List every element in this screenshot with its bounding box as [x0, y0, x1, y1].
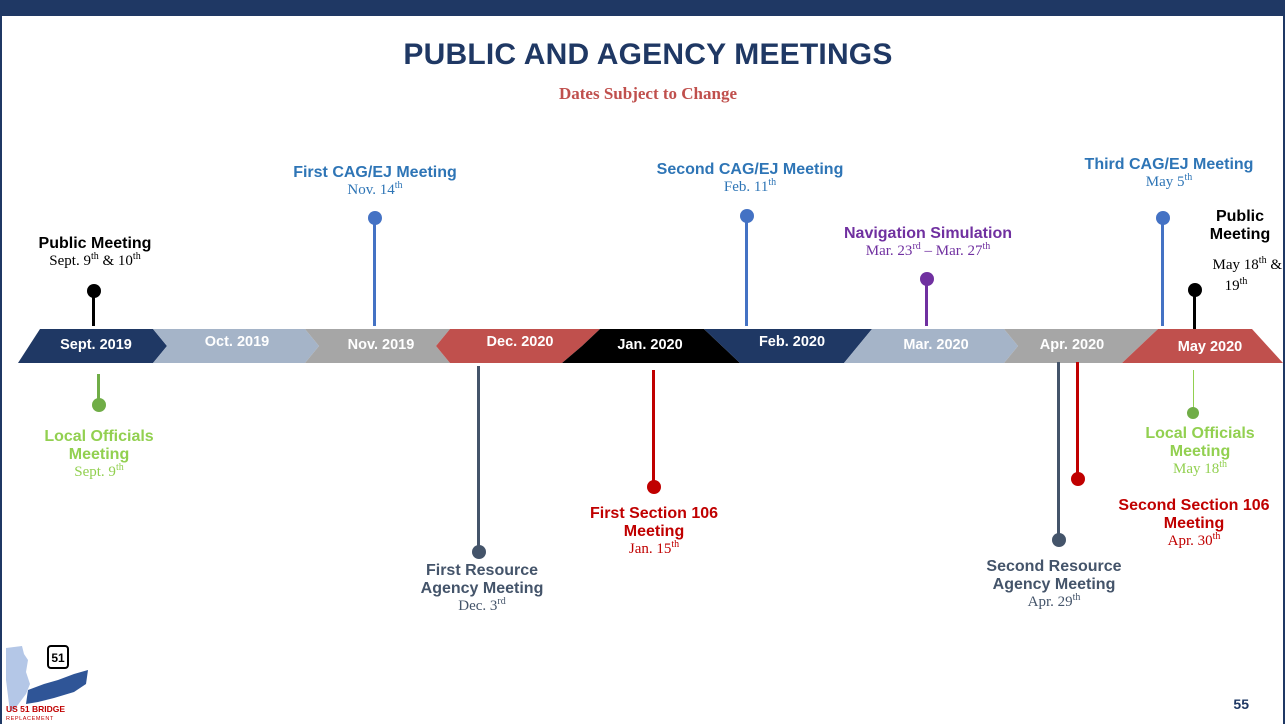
- timeline-segment-may-2020: [1122, 329, 1283, 363]
- event-date: May 18th: [1172, 458, 1228, 477]
- event-title-line1: Second Resource: [986, 558, 1122, 575]
- marker-dot: [920, 272, 934, 286]
- page-number: 55: [1233, 696, 1249, 712]
- timeline-segment-apr-2020: [1004, 329, 1158, 363]
- event-title-line2: Meeting: [1169, 442, 1231, 460]
- us51-bridge-logo: 51 US 51 BRIDGE REPLACEMENT: [6, 645, 88, 722]
- marker-dot: [1188, 283, 1202, 297]
- event-public-meeting-sept: Public Meeting Sept. 9th & 10th: [18, 235, 172, 270]
- event-title-line2: Meeting: [1163, 514, 1225, 532]
- frame-left-border: [0, 16, 2, 724]
- event-third-cag-ej-meeting: Third CAG/EJ Meeting May 5th: [1054, 156, 1284, 191]
- event-date: Jan. 15th: [628, 538, 680, 557]
- marker-stem: [477, 366, 480, 546]
- page-title: PUBLIC AND AGENCY MEETINGS: [403, 38, 893, 71]
- event-date: Apr. 29th: [1027, 591, 1081, 610]
- marker-stem: [373, 220, 376, 326]
- event-date: Mar. 23rd – Mar. 27th: [865, 240, 991, 259]
- marker-stem: [745, 218, 748, 326]
- event-second-cag-ej-meeting: Second CAG/EJ Meeting Feb. 11th: [620, 161, 880, 196]
- event-local-officials-meeting-may: Local Officials Meeting May 18th: [1120, 425, 1280, 478]
- event-date: Sept. 9th & 10th: [49, 250, 141, 269]
- marker-dot: [368, 211, 382, 225]
- event-local-officials-meeting-sept: Local Officials Meeting Sept. 9th: [14, 428, 184, 481]
- marker-stem: [1076, 362, 1079, 474]
- timeline-segment-mar-2020: [844, 329, 1018, 363]
- event-first-cag-ej-meeting: First CAG/EJ Meeting Nov. 14th: [272, 164, 478, 199]
- timeline-segment-oct-2019: [153, 329, 319, 363]
- event-public-meeting-may-date-2: 19th: [1224, 276, 1248, 295]
- event-title-line2: Agency Meeting: [992, 575, 1116, 593]
- svg-text:US 51 BRIDGE: US 51 BRIDGE: [6, 704, 65, 714]
- event-first-section-106-meeting: First Section 106 Meeting Jan. 15th: [556, 505, 752, 558]
- event-date: Feb. 11th: [723, 176, 777, 195]
- timeline-segment-nov-2019: [305, 329, 450, 363]
- event-title: Public Meeting: [38, 235, 152, 252]
- marker-stem: [92, 292, 95, 326]
- timeline-segment-jan-2020: [562, 329, 740, 363]
- event-title-line2: Meeting: [1209, 225, 1271, 243]
- marker-stem: [925, 280, 928, 326]
- svg-text:REPLACEMENT: REPLACEMENT: [6, 716, 54, 722]
- event-date: Sept. 9th: [74, 461, 124, 480]
- marker-stem: [1161, 220, 1164, 326]
- marker-stem: [1193, 370, 1194, 408]
- marker-stem: [97, 374, 100, 404]
- marker-dot: [647, 480, 661, 494]
- event-public-meeting-may: Public Meeting: [1200, 208, 1280, 244]
- frame-right-border: [1283, 16, 1285, 724]
- event-second-section-106-meeting: Second Section 106 Meeting Apr. 30th: [1104, 497, 1284, 550]
- event-title-line2: Meeting: [68, 445, 130, 463]
- event-title-line2: Meeting: [623, 522, 685, 540]
- marker-dot: [1071, 472, 1085, 486]
- marker-dot: [92, 398, 106, 412]
- event-title-line1: First Resource: [425, 562, 539, 579]
- marker-dot: [472, 545, 486, 559]
- marker-dot: [1187, 407, 1199, 419]
- event-navigation-simulation: Navigation Simulation Mar. 23rd – Mar. 2…: [806, 225, 1050, 260]
- marker-dot: [740, 209, 754, 223]
- marker-dot: [87, 284, 101, 298]
- timeline-segment-dec-2020: [436, 329, 600, 363]
- header-bar: [0, 0, 1285, 16]
- event-title-line2: Agency Meeting: [420, 579, 544, 597]
- timeline-segment-feb-2020: [704, 329, 872, 363]
- event-public-meeting-may-date: May 18th &: [1212, 255, 1282, 274]
- event-title-line1: Local Officials: [1145, 425, 1255, 442]
- event-title-line1: Second Section 106: [1118, 497, 1270, 514]
- event-date: May 5th: [1145, 171, 1193, 190]
- event-date: Nov. 14th: [347, 179, 403, 198]
- event-date: Dec. 3rd: [458, 595, 506, 614]
- event-title-line1: Public: [1215, 208, 1264, 225]
- marker-dot: [1156, 211, 1170, 225]
- timeline-segment-sept-2019: [18, 329, 167, 363]
- event-date: Apr. 30th: [1167, 530, 1221, 549]
- marker-stem: [1193, 291, 1196, 329]
- marker-stem: [652, 370, 655, 482]
- event-first-resource-agency-meeting: First Resource Agency Meeting Dec. 3rd: [392, 562, 572, 615]
- event-title: Navigation Simulation: [843, 225, 1012, 242]
- event-title: Third CAG/EJ Meeting: [1084, 156, 1254, 173]
- event-title: Second CAG/EJ Meeting: [656, 161, 844, 178]
- event-title-line1: First Section 106: [589, 505, 719, 522]
- marker-stem: [1057, 362, 1060, 538]
- page-subtitle: Dates Subject to Change: [558, 84, 738, 103]
- svg-text:51: 51: [51, 651, 65, 665]
- event-second-resource-agency-meeting: Second Resource Agency Meeting Apr. 29th: [962, 558, 1146, 611]
- marker-dot: [1052, 533, 1066, 547]
- event-title-line1: Local Officials: [44, 428, 154, 445]
- event-title: First CAG/EJ Meeting: [293, 164, 457, 181]
